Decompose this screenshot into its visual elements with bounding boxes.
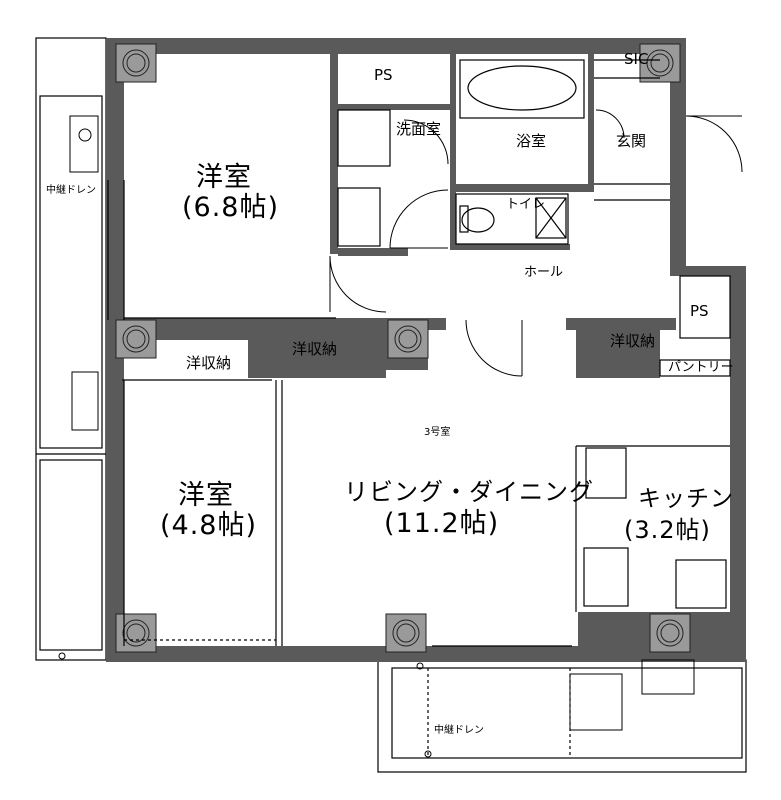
door-swings [329,109,743,377]
sic-label: SIC [624,50,649,68]
entrance-label: 玄関 [616,132,647,150]
toilet-label: トイレ [506,197,546,212]
kitchen-size: (3.2帖) [624,516,711,544]
pantry-label: パントリー [668,360,734,375]
washroom-label: 洗面室 [396,120,442,138]
ps-label-right: PS [690,302,709,320]
balcony-west [35,37,107,661]
closet-label-1: 洋収納 [186,354,232,372]
balcony-fixtures [58,115,695,758]
kitchen-name: キッチン [638,486,734,512]
ps-label-top: PS [374,66,393,84]
closet-label-2: 洋収納 [292,340,338,358]
western-room-b-name: 洋室 [178,480,234,511]
balcony-south [377,659,747,773]
closet-label-3: 洋収納 [610,332,656,350]
walls [106,38,746,662]
pillar-rings [122,49,684,647]
drain-label-west: 中継ドレン [46,185,96,196]
western-room-a-size: (6.8帖) [182,192,280,223]
ldk-name: リビング・ダイニング [344,478,594,506]
western-room-a-name: 洋室 [196,162,252,193]
drain-label-south: 中継ドレン [434,725,484,736]
interior-lines [107,59,731,647]
hall-label: ホール [524,265,564,280]
ldk-size: (11.2帖) [384,508,500,539]
unit-name: 3号室 [424,427,451,438]
western-room-b-size: (4.8帖) [160,510,258,541]
bath-label: 浴室 [516,132,547,150]
